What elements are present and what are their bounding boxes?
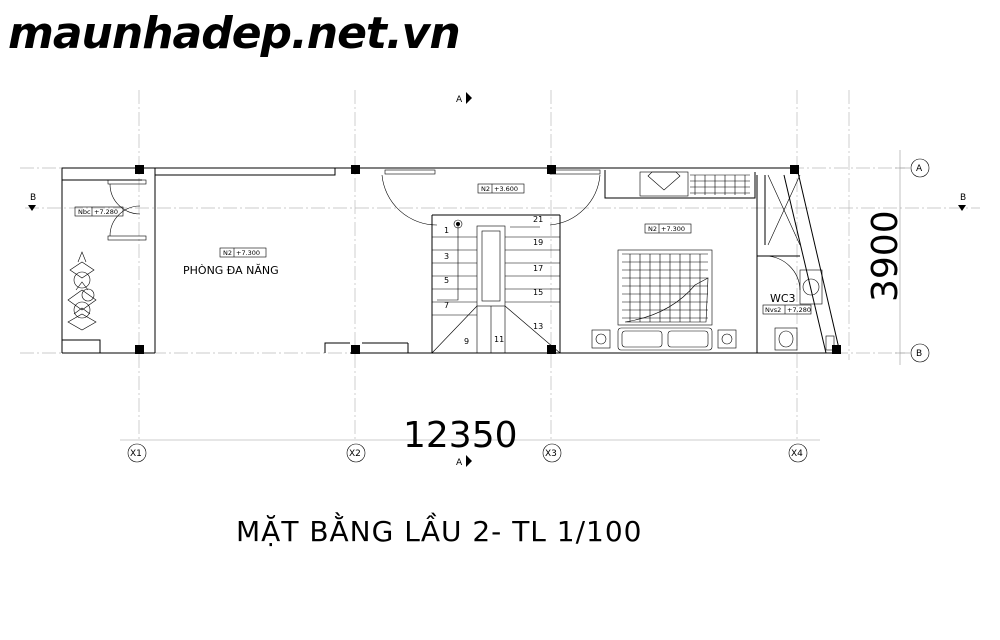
axis-x1: X1 [130,449,142,459]
balcony-tag-level: +7.280 [94,208,118,216]
section-b-left-arrow-icon [28,205,36,211]
stair-step-1: 1 [444,226,449,235]
stair-step-21: 21 [533,215,543,224]
outer-walls [61,167,841,354]
bedroom-tag-code: N2 [648,225,657,233]
section-b-right-arrow-icon [958,205,966,211]
wc-tag-code: Nvs2 [765,306,781,314]
staircase: 1 3 5 7 9 11 13 15 17 19 21 [431,215,561,354]
balcony-plants [67,251,97,331]
site-watermark: maunhadep.net.vn [8,8,460,59]
multipurpose-tag-level: +7.300 [236,249,260,257]
drawing-title: MẶT BẰNG LẦU 2- TL 1/100 [236,511,642,548]
multipurpose-tag-code: N2 [223,249,232,257]
section-a-bottom-label: A [456,458,463,468]
stair-step-9: 9 [464,337,469,346]
axis-bubbles: X1 X2 X3 X4 A B [127,158,930,463]
axis-a: A [916,164,923,174]
section-b-left-label: B [30,193,36,203]
stair-step-17: 17 [533,264,543,273]
level-tags: Nbc +7.280 N2 +3.600 N2 +7.300 N2 +7.300… [74,183,812,315]
bedroom-tag-level: +7.300 [661,225,685,233]
dimension-lines [120,150,910,441]
axis-x4: X4 [791,449,803,459]
stair-step-7: 7 [444,301,449,310]
axis-x3: X3 [545,449,557,459]
stair-step-5: 5 [444,276,449,285]
bedroom-furniture [591,171,750,351]
stair-step-13: 13 [533,322,543,331]
stair-step-11: 11 [494,335,504,344]
room-label-wc: WC3 [770,292,796,305]
stair-step-3: 3 [444,252,449,261]
wc-tag-level: +7.280 [787,306,811,314]
axis-b: B [916,349,922,359]
dimension-total-width: 3900 [865,210,906,302]
stair-step-15: 15 [533,288,543,297]
section-a-top-label: A [456,95,463,105]
hall-tag-code: N2 [481,185,490,193]
room-label-multipurpose: PHÒNG ĐA NĂNG [183,264,279,277]
doors [107,169,801,291]
stair-step-19: 19 [533,238,543,247]
section-marks: A A B B [28,92,966,468]
hall-tag-level: +3.600 [494,185,518,193]
dimension-total-length: 12350 [403,415,518,456]
balcony-tag-code: Nbc [78,208,91,216]
section-b-right-label: B [960,193,966,203]
section-a-top-arrow-icon [466,92,472,104]
structural-columns [135,165,841,354]
axis-x2: X2 [349,449,361,459]
section-a-bottom-arrow-icon [466,455,472,467]
wc-fixtures [774,269,835,351]
